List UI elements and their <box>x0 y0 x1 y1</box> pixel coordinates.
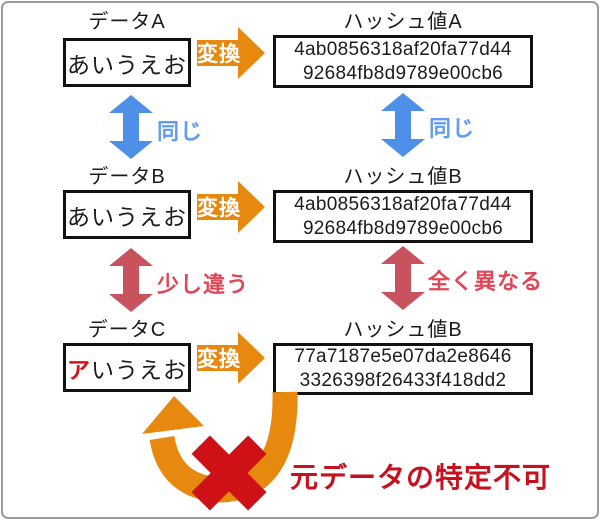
compare-data-bc-label: 少し違う <box>157 272 250 297</box>
data-a-title: データA <box>88 11 166 33</box>
convert-arrow-c: 変換 <box>197 332 265 384</box>
data-a-text: あいうえお <box>67 51 187 78</box>
data-c-title: データC <box>87 319 167 341</box>
hash-a-line1: 4ab0856318af20fa77d44 <box>294 38 512 60</box>
right-arrow-icon <box>197 181 265 233</box>
convert-arrow-b: 変換 <box>197 181 265 233</box>
convert-label-c: 変換 <box>197 348 241 371</box>
hash-c-line1: 77a7187e5e07da2e8646 <box>294 346 512 367</box>
hash-a-box: 4ab0856318af20fa77d44 92684fb8d9789e00cb… <box>273 35 533 88</box>
bottom-note: 元データの特定不可 <box>290 462 552 493</box>
compare-hash-bc-label: 全く異なる <box>428 269 544 294</box>
right-arrow-icon <box>197 27 265 79</box>
hash-b-line2: 92684fb8d9789e00cb6 <box>302 217 504 239</box>
convert-label-a: 変換 <box>197 43 241 66</box>
data-c-highlight: ア <box>67 356 91 383</box>
data-a-box: あいうえお <box>63 38 191 87</box>
hash-b-line1: 4ab0856318af20fa77d44 <box>294 193 512 215</box>
convert-label-b: 変換 <box>197 197 241 220</box>
data-b-box: あいうえお <box>63 190 191 239</box>
hash-a-title: ハッシュ値A <box>343 11 463 33</box>
data-b-text: あいうえお <box>67 203 187 230</box>
hash-c-box: 77a7187e5e07da2e8646 3326398f26433f418dd… <box>273 343 533 395</box>
data-b-title: データB <box>88 166 166 188</box>
compare-data-ab-label: 同じ <box>157 119 204 144</box>
double-arrow-hash-bc-icon <box>381 246 425 310</box>
double-arrow-data-bc-icon <box>109 248 153 312</box>
data-c-box: アいうえお <box>63 343 191 392</box>
cross-x-icon <box>191 435 267 511</box>
compare-hash-ab-label: 同じ <box>429 116 476 141</box>
right-arrow-icon <box>197 332 265 384</box>
double-arrow-data-ab-icon <box>109 95 153 159</box>
convert-arrow-a: 変換 <box>197 27 265 79</box>
data-c-text: いうえお <box>91 356 187 383</box>
hash-a-line2: 92684fb8d9789e00cb6 <box>302 62 504 84</box>
hash-b-box: 4ab0856318af20fa77d44 92684fb8d9789e00cb… <box>273 190 533 243</box>
hash-c-title: ハッシュ値B <box>343 319 463 341</box>
hash-c-line2: 3326398f26433f418dd2 <box>299 370 507 391</box>
reverse-curved-arrow-icon <box>142 391 298 511</box>
hash-b-title: ハッシュ値B <box>343 166 463 188</box>
double-arrow-hash-ab-icon <box>381 93 425 157</box>
